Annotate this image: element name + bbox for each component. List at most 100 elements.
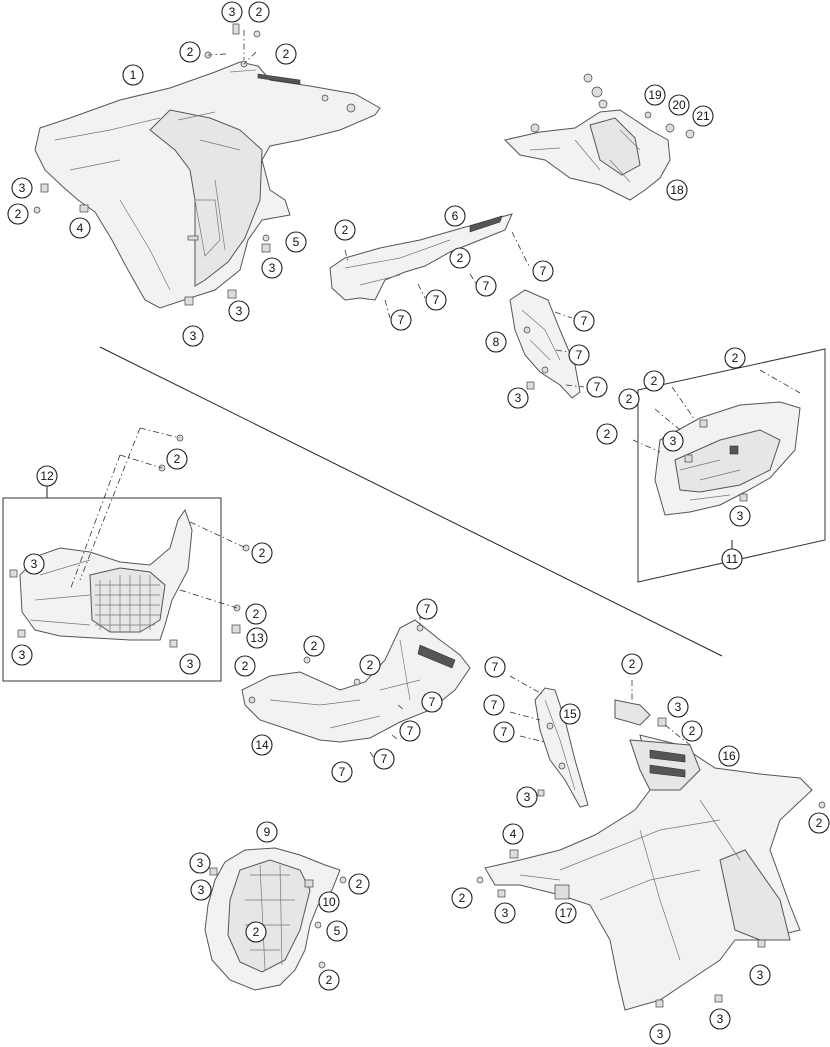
callout-7: 7: [331, 761, 353, 783]
callout-16-label: 16: [722, 749, 736, 763]
callout-4: 4: [69, 217, 91, 239]
callout-7: 7: [416, 598, 438, 620]
callout-17: 17: [555, 902, 577, 924]
callout-3: 3: [667, 696, 689, 718]
callout-7-label: 7: [429, 695, 436, 709]
callout-2-label: 2: [253, 925, 260, 939]
divider-line: [99, 346, 723, 657]
callout-2: 2: [7, 203, 29, 225]
callout-19: 19: [644, 84, 666, 106]
callout-2-label: 2: [459, 891, 466, 905]
callout-7: 7: [532, 260, 554, 282]
part-12-kit-frame: [2, 497, 222, 682]
callout-3: 3: [228, 300, 250, 322]
callout-7: 7: [399, 720, 421, 742]
callout-2: 2: [248, 1, 270, 23]
callout-7-label: 7: [424, 602, 431, 616]
callout-2-label: 2: [816, 816, 823, 830]
callout-9-label: 9: [264, 825, 271, 839]
callout-2: 2: [251, 542, 273, 564]
part-16-side-cover: [476, 699, 826, 1011]
callout-7-label: 7: [339, 765, 346, 779]
callout-13-label: 13: [250, 631, 264, 645]
callout-2-label: 2: [629, 657, 636, 671]
callout-7-label: 7: [433, 293, 440, 307]
callout-3-label: 3: [737, 509, 744, 523]
callout-2: 2: [234, 655, 256, 677]
callout-3: 3: [179, 653, 201, 675]
callout-3: 3: [189, 852, 211, 874]
callout-2: 2: [348, 873, 370, 895]
callout-3: 3: [507, 387, 529, 409]
callout-7: 7: [586, 376, 608, 398]
callout-21: 21: [692, 105, 714, 127]
callout-15-label: 15: [563, 707, 577, 721]
callout-3-label: 3: [19, 648, 26, 662]
callout-7-label: 7: [381, 752, 388, 766]
callout-2: 2: [275, 43, 297, 65]
part-15-trim: [534, 687, 589, 808]
callout-12-label: 12: [40, 469, 54, 483]
callout-9: 9: [256, 821, 278, 843]
callout-7: 7: [425, 289, 447, 311]
callout-3-label: 3: [229, 5, 236, 19]
callout-2-label: 2: [253, 607, 260, 621]
callout-5: 5: [285, 231, 307, 253]
part-14-panel: [241, 619, 471, 743]
callout-21-label: 21: [696, 109, 710, 123]
callout-3-label: 3: [269, 261, 276, 275]
callout-3-label: 3: [187, 657, 194, 671]
callout-2-label: 2: [15, 207, 22, 221]
callout-7: 7: [573, 310, 595, 332]
callout-2: 2: [618, 388, 640, 410]
callout-2: 2: [245, 921, 267, 943]
callout-2: 2: [303, 635, 325, 657]
callout-3-label: 3: [31, 557, 38, 571]
callout-2-label: 2: [326, 973, 333, 987]
callout-3-label: 3: [502, 906, 509, 920]
callout-7: 7: [390, 309, 412, 331]
callout-7: 7: [373, 748, 395, 770]
part-12-leader-lines: [69, 427, 247, 609]
callout-2: 2: [451, 887, 473, 909]
callout-2: 2: [596, 423, 618, 445]
callout-3: 3: [261, 257, 283, 279]
callout-15: 15: [559, 703, 581, 725]
honeycomb-pattern: [95, 575, 160, 632]
callout-16: 16: [718, 745, 740, 767]
callout-3-label: 3: [19, 181, 26, 195]
callout-13: 13: [246, 627, 268, 649]
callout-6: 6: [444, 205, 466, 227]
callout-2-label: 2: [626, 392, 633, 406]
callout-3-label: 3: [236, 304, 243, 318]
part-11-bracket: [654, 401, 801, 516]
callout-7: 7: [475, 275, 497, 297]
callout-14: 14: [251, 734, 273, 756]
callout-2: 2: [334, 219, 356, 241]
callout-7: 7: [484, 656, 506, 678]
callout-3: 3: [182, 325, 204, 347]
callout-2: 2: [621, 653, 643, 675]
callout-11-label: 11: [726, 552, 739, 566]
callout-3: 3: [749, 964, 771, 986]
callout-4-label: 4: [77, 221, 84, 235]
callout-20: 20: [668, 94, 690, 116]
callout-2-label: 2: [311, 639, 318, 653]
callout-19-label: 19: [648, 88, 662, 102]
callout-3: 3: [649, 1023, 671, 1045]
callout-3-label: 3: [670, 434, 677, 448]
callout-7-label: 7: [540, 264, 547, 278]
callout-2-label: 2: [356, 877, 363, 891]
callout-7: 7: [568, 344, 590, 366]
part-11-leader-lines: [632, 369, 801, 453]
callout-10-label: 10: [322, 895, 336, 909]
part-8-leader-lines: [554, 311, 585, 388]
callout-2: 2: [449, 247, 471, 269]
callout-2: 2: [359, 654, 381, 676]
callout-7-label: 7: [594, 380, 601, 394]
callout-5-label: 5: [334, 924, 341, 938]
part-18-bracket: [504, 73, 695, 201]
part-1-side-cover: [34, 61, 381, 309]
callout-2-label: 2: [342, 223, 349, 237]
